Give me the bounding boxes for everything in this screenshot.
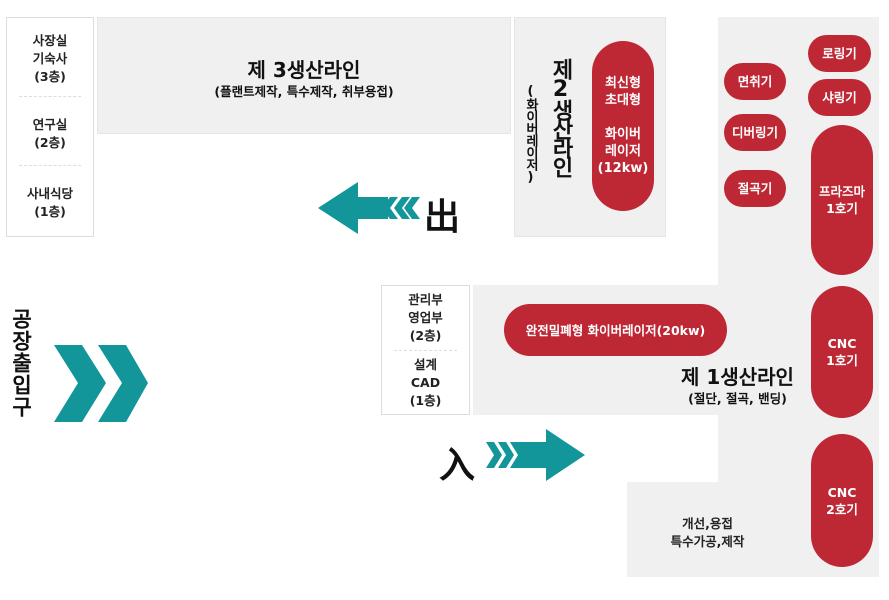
machine-roling: 로링기	[808, 35, 871, 72]
line3-area: 제 3생산라인 (플랜트제작, 특수제작, 취부용접)	[97, 17, 511, 134]
machine-sharing: 샤링기	[808, 79, 871, 116]
machine-fiber-laser-12kw: 최신형 초대형 화이버 레이저 (12kw)	[592, 41, 654, 211]
office-block-left: 사장실 기숙사 (3층) 연구실 (2층) 사내식당 (1층)	[6, 17, 94, 237]
machine-fiber-laser-20kw: 완전밀폐형 화이버레이저(20kw)	[504, 304, 727, 356]
entrance-chevrons-icon	[54, 345, 148, 422]
machine-cnc-2: CNC 2호기	[811, 434, 873, 567]
office-ceo-dorm: 사장실 기숙사 (3층)	[32, 33, 68, 84]
exit-label: 出	[424, 197, 461, 238]
factory-entrance-label: 공장출입구	[9, 308, 33, 418]
machine-plasma-1: 프라즈마 1호기	[811, 125, 873, 275]
office-lab: 연구실 (2층)	[32, 117, 68, 150]
entry-label: 入	[439, 445, 476, 486]
line1-title: 제 1생산라인	[681, 365, 794, 389]
divider	[19, 96, 81, 97]
entry-arrow-icon	[486, 429, 585, 481]
machine-deburr: 디버링기	[724, 114, 786, 151]
line3-subtitle: (플랜트제작, 특수제작, 취부용접)	[214, 84, 394, 99]
machine-cnc-1: CNC 1호기	[811, 286, 873, 418]
office-admin-sales: 관리부 영업부 (2층)	[408, 292, 443, 343]
machine-chamfer: 면취기	[724, 63, 786, 100]
exit-arrow-icon	[318, 182, 420, 234]
bottom-area-label: 개선,용접 특수가공,제작	[670, 516, 745, 549]
divider	[394, 350, 457, 351]
line1-subtitle: (절단, 절곡, 밴딩)	[688, 391, 787, 406]
line2-subtitle: (화이버레이저)	[523, 84, 538, 184]
line3-title: 제 3생산라인	[247, 58, 361, 82]
office-block-middle: 관리부 영업부 (2층) 설계 CAD (1층)	[381, 285, 470, 415]
bottom-area	[627, 482, 719, 577]
divider	[19, 165, 81, 166]
office-cafeteria: 사내식당 (1층)	[26, 186, 73, 219]
line2-title: 제2생산라인	[548, 58, 573, 175]
office-design-cad: 설계 CAD (1층)	[409, 357, 442, 408]
machine-bending: 절곡기	[724, 170, 786, 207]
